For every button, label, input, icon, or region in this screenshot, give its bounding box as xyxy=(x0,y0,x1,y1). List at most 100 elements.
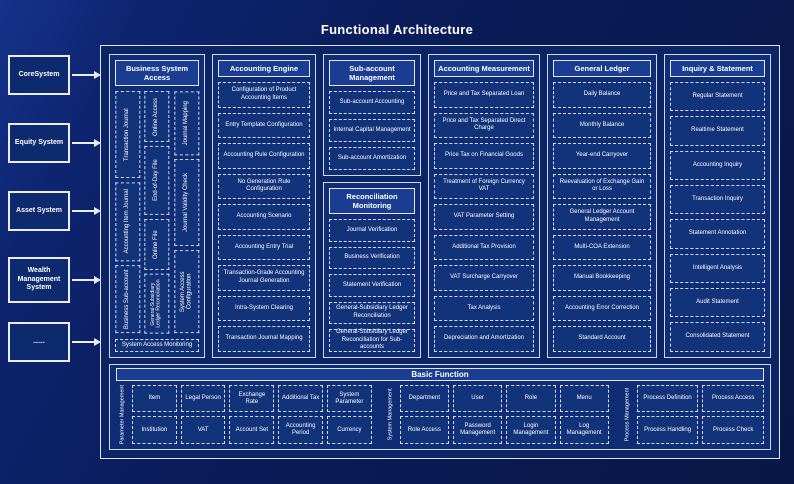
bsa-subcolumn-2: Online Access End-of-Day File Online Fil… xyxy=(144,91,170,334)
bsa-item: Journal Mapping xyxy=(173,91,199,156)
accounting-engine-item: Accounting Scenario xyxy=(218,204,310,230)
column-sub-account-and-reconciliation: Sub-account Management Sub-account Accou… xyxy=(323,54,421,358)
diagram-title: Functional Architecture xyxy=(320,22,474,37)
parameter-management-grid: Item Legal Person Exchange Rate Addition… xyxy=(132,384,372,444)
accounting-measurement-item: Price and Tax Separated Loan xyxy=(434,82,534,108)
bsa-subcolumn-3: Journal Mapping Journal Validity Check S… xyxy=(173,91,199,334)
general-ledger-item: Daily Balance xyxy=(553,82,651,108)
external-system-more: ...... xyxy=(8,322,70,362)
sub-account-item: Sub-account Amortization xyxy=(329,147,415,171)
main-panel: Business System Access Transaction Journ… xyxy=(100,45,780,459)
basic-function-item: Role xyxy=(506,384,556,413)
inquiry-statement-item: Consolidated Statement xyxy=(670,322,765,352)
column-accounting-measurement: Accounting Measurement Price and Tax Sep… xyxy=(428,54,540,358)
column-accounting-engine: Accounting Engine Configuration of Produ… xyxy=(212,54,316,358)
inquiry-statement-item: Statement Annotation xyxy=(670,219,765,249)
basic-function-item: System Parameter xyxy=(326,384,372,413)
accounting-engine-item: Accounting Entry Trial xyxy=(218,234,310,261)
bsa-item: Online Access xyxy=(144,91,170,142)
bsa-footer-item: System Access Monitoring xyxy=(115,338,199,352)
column-inquiry-statement: Inquiry & Statement Regular Statement Re… xyxy=(664,54,771,358)
group-parameter-management: Parameter Management Item Legal Person E… xyxy=(116,384,372,444)
basic-function-item: Legal Person xyxy=(180,384,226,413)
basic-function-item: Process Definition xyxy=(636,384,699,413)
inquiry-statement-item: Regular Statement xyxy=(670,82,765,112)
column-header: Reconciliation Monitoring xyxy=(329,188,415,215)
general-ledger-item: Multi-COA Extension xyxy=(553,234,651,261)
external-system-equity: Equity System xyxy=(8,123,70,163)
basic-function-header: Basic Function xyxy=(116,367,764,381)
process-management-grid: Process Definition Process Access Proces… xyxy=(636,384,764,444)
basic-function-item: Department xyxy=(399,384,449,413)
basic-function-item: Exchange Rate xyxy=(229,384,275,413)
bsa-subcolumn-1: Transaction Journal Accounting Item Jour… xyxy=(115,91,141,334)
sub-account-item: Sub-account Accounting xyxy=(329,91,415,115)
basic-function-item: Process Access xyxy=(702,384,764,413)
basic-function-item: Role Access xyxy=(399,416,449,444)
column-header: General Ledger xyxy=(553,60,651,77)
basic-function-item: Item xyxy=(132,384,177,413)
bsa-item: Transaction Journal xyxy=(115,91,141,178)
basic-function-item: Account Set xyxy=(229,416,275,444)
accounting-measurement-item: Additional Tax Provision xyxy=(434,234,534,261)
general-ledger-item: Manual Bookkeeping xyxy=(553,265,651,291)
connector-arrow-icon xyxy=(72,71,101,79)
basic-function-body: Parameter Management Item Legal Person E… xyxy=(116,384,764,444)
inquiry-statement-item: Realtime Statement xyxy=(670,116,765,146)
bsa-item: Journal Validity Check xyxy=(173,159,199,247)
basic-function-item: Log Management xyxy=(559,416,609,444)
inquiry-statement-item: Intelligent Analysis xyxy=(670,253,765,284)
general-ledger-item: Standard Account xyxy=(553,326,651,352)
basic-function-item: User xyxy=(452,384,503,413)
accounting-measurement-item: Treatment of Foreign Currency VAT xyxy=(434,173,534,200)
column-business-system-access: Business System Access Transaction Journ… xyxy=(109,54,205,358)
basic-function-item: Accounting Period xyxy=(278,416,323,444)
accounting-engine-item: Entry Template Configuration xyxy=(218,112,310,139)
group-system-management: System Management Department User Role M… xyxy=(384,384,609,444)
reconciliation-item: Statement Verification xyxy=(329,274,415,297)
basic-function-item: Login Management xyxy=(506,416,556,444)
function-columns: Business System Access Transaction Journ… xyxy=(109,54,771,358)
accounting-engine-item: Transaction Journal Mapping xyxy=(218,326,310,352)
accounting-measurement-item: Price and Tax Separated Direct Charge xyxy=(434,112,534,139)
bsa-item: Accounting Item Journal xyxy=(115,181,141,262)
basic-function-item: Institution xyxy=(132,416,177,444)
column-general-ledger: General Ledger Daily Balance Monthly Bal… xyxy=(547,54,657,358)
accounting-measurement-item: VAT Parameter Setting xyxy=(434,204,534,230)
reconciliation-item: Journal Verification xyxy=(329,219,415,242)
basic-function-item: Currency xyxy=(326,416,372,444)
column-header: Sub-account Management xyxy=(329,60,415,86)
system-management-grid: Department User Role Menu Role Access Pa… xyxy=(399,384,609,444)
sub-account-item: Internal Capital Management xyxy=(329,119,415,143)
bsa-item: Online File xyxy=(144,218,170,270)
external-system-coresystem: CoreSystem xyxy=(8,55,70,95)
connector-arrow-icon xyxy=(72,139,101,147)
group-label: Parameter Management xyxy=(119,384,126,444)
reconciliation-item: Business Verification xyxy=(329,246,415,270)
business-system-access-body: Transaction Journal Accounting Item Jour… xyxy=(115,91,199,334)
connector-arrow-icon xyxy=(72,338,101,346)
bsa-item: General-Subsidiary Ledger Reconciliation xyxy=(144,273,170,334)
bsa-item: System Access Configuration xyxy=(173,250,199,334)
basic-function-item: Password Management xyxy=(452,416,503,444)
accounting-engine-item: Transaction-Grade Accounting Journal Gen… xyxy=(218,265,310,291)
section-basic-function: Basic Function Parameter Management Item… xyxy=(109,363,771,450)
basic-function-item: VAT xyxy=(180,416,226,444)
accounting-measurement-item: Tax Analysis xyxy=(434,295,534,322)
general-ledger-item: Year-end Carryover xyxy=(553,143,651,169)
group-label: Process Management xyxy=(624,387,631,442)
accounting-measurement-item: Price Tax on Financial Goods xyxy=(434,143,534,169)
basic-function-item: Process Handling xyxy=(636,416,699,444)
section-sub-account-management: Sub-account Management Sub-account Accou… xyxy=(323,54,421,177)
accounting-engine-item: No Generation Rule Configuration xyxy=(218,173,310,200)
basic-function-item: Process Check xyxy=(702,416,764,444)
column-header: Accounting Measurement xyxy=(434,60,534,77)
reconciliation-item: General-Subsidiary Ledger Reconciliation… xyxy=(329,329,415,352)
column-header: Business System Access xyxy=(115,60,199,86)
section-reconciliation-monitoring: Reconciliation Monitoring Journal Verifi… xyxy=(323,182,421,358)
general-ledger-item: General Ledger Account Management xyxy=(553,204,651,230)
basic-function-item: Menu xyxy=(559,384,609,413)
reconciliation-item: General-Subsidiary Ledger Reconciliation xyxy=(329,301,415,325)
external-system-asset: Asset System xyxy=(8,191,70,231)
